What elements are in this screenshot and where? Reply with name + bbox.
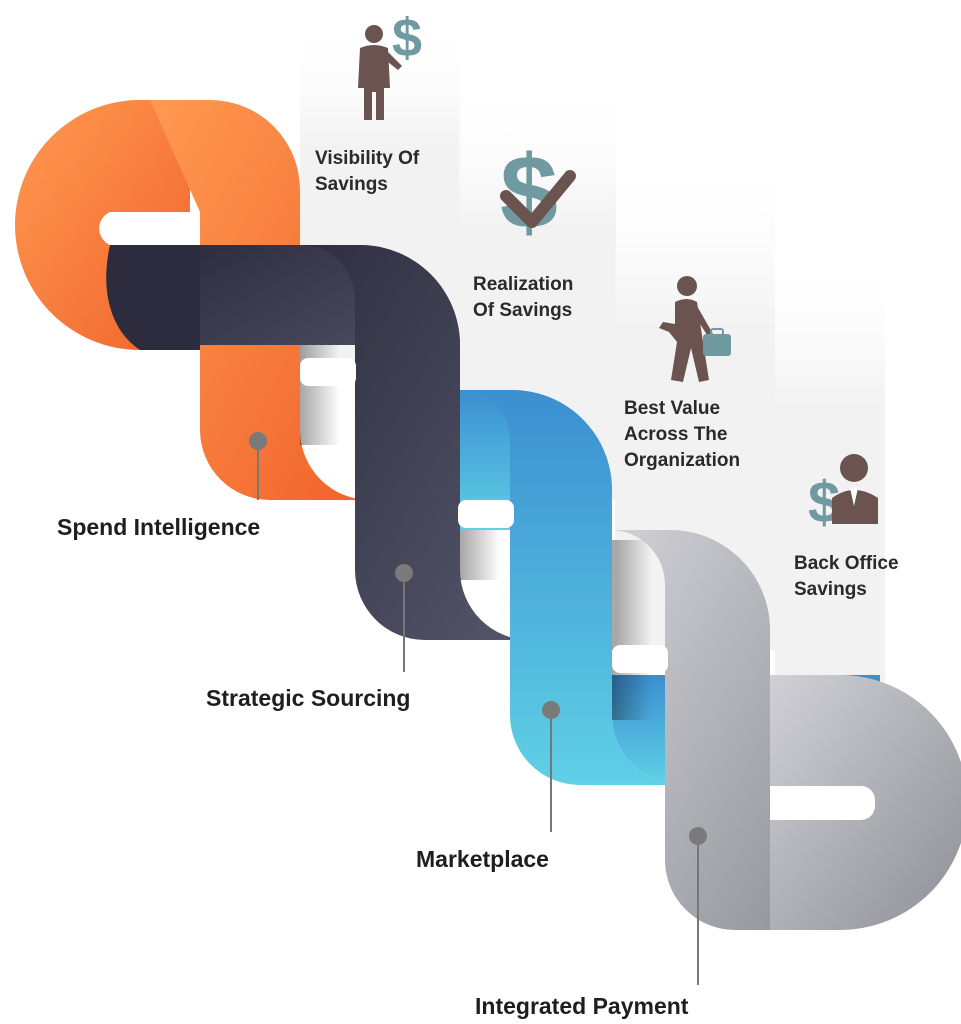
stage-label-integrated-payment: Integrated Payment [475, 993, 689, 1019]
connector-dot-integrated-payment [689, 827, 707, 845]
benefit-label-best-value: Best Value Across The Organization [624, 396, 740, 474]
stage-label-strategic-sourcing: Strategic Sourcing [206, 685, 411, 711]
businessman-with-dollar-sign-icon: $ [358, 8, 422, 120]
blue-band-shadow [612, 540, 652, 720]
benefit-line: Best Value [624, 398, 721, 419]
walking-businessman-with-briefcase-icon [659, 276, 731, 382]
benefit-line: Back Office [794, 553, 899, 574]
orange-band-dark-underside [106, 245, 200, 350]
stage-label-marketplace: Marketplace [416, 846, 549, 872]
dollar-checkmark-icon: $ [500, 135, 576, 251]
dollar-and-person-icon: $ [808, 454, 878, 535]
benefit-line: Organization [624, 450, 741, 471]
benefit-line: Savings [794, 579, 867, 600]
stage-label-spend-intelligence: Spend Intelligence [57, 514, 261, 540]
benefit-line: Across The [624, 424, 728, 445]
dark-vertical-band [300, 245, 530, 640]
blue-vertical-band [460, 389, 682, 785]
connector-dot-spend-intelligence [249, 432, 267, 450]
benefit-line: Realization [473, 274, 574, 295]
dark-band-notch [300, 358, 356, 386]
connectors [249, 432, 707, 985]
ribbon-segment-integrated-payment [612, 530, 961, 930]
connector-dot-marketplace [542, 701, 560, 719]
grey-loop-right [770, 675, 961, 930]
grey-band-notch [612, 645, 668, 673]
benefit-label-back-office: Back Office Savings [794, 551, 899, 603]
grey-loop-hole [775, 786, 875, 820]
blue-band-notch [458, 500, 514, 528]
grey-vertical-band [612, 530, 840, 930]
benefit-line: Visibility Of [315, 148, 420, 169]
benefit-label-visibility: Visibility Of Savings [315, 146, 419, 198]
svg-text:$: $ [392, 8, 422, 68]
benefit-line: Savings [315, 174, 388, 195]
benefit-label-realization: Realization Of Savings [473, 272, 573, 324]
background-columns [300, 20, 885, 690]
benefit-line: Of Savings [473, 300, 573, 321]
connector-dot-strategic-sourcing [395, 564, 413, 582]
